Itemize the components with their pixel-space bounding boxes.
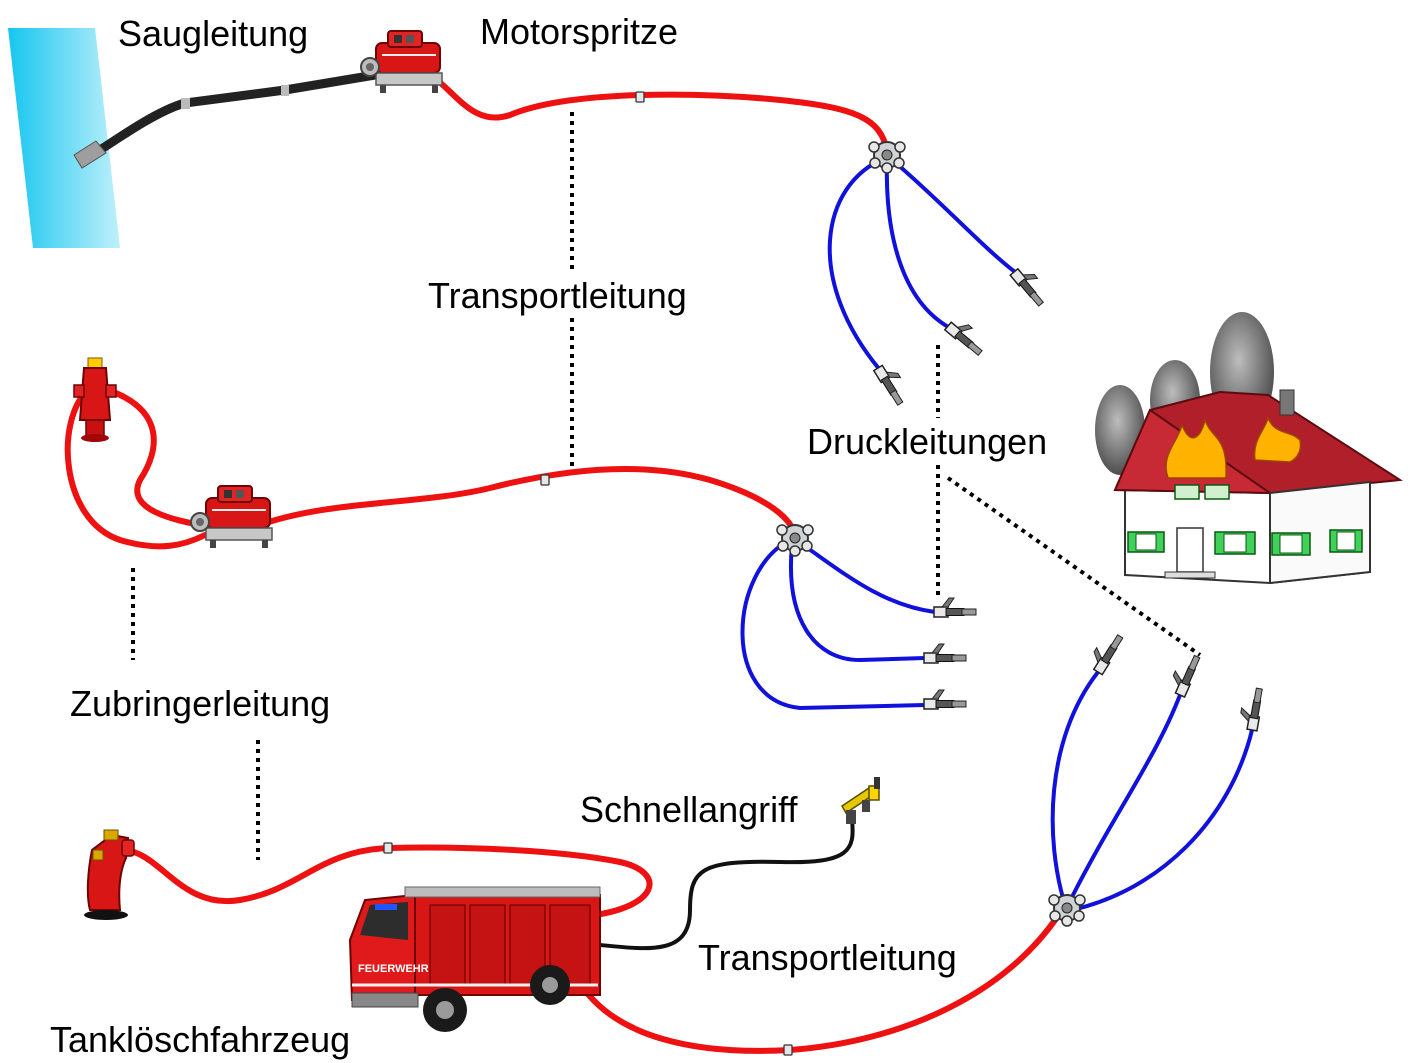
fire-pump-icon bbox=[360, 30, 443, 94]
distribution-hose bbox=[794, 538, 936, 614]
leader-line bbox=[946, 476, 1202, 657]
label-schnellangriff: Schnellangriff bbox=[580, 789, 798, 830]
distribution-hose bbox=[888, 156, 1017, 274]
nozzle-icon bbox=[933, 597, 977, 618]
label-zubringerleitung: Zubringerleitung bbox=[70, 683, 331, 724]
coupling bbox=[181, 98, 190, 109]
nozzle-icon bbox=[1166, 650, 1203, 698]
label-druckleitungen: Druckleitungen bbox=[807, 421, 1048, 462]
nozzle-icon bbox=[1237, 685, 1265, 732]
coupling bbox=[783, 1044, 793, 1056]
quick-attack-nozzle-icon bbox=[841, 777, 880, 824]
coupling bbox=[540, 474, 550, 486]
feed-hose bbox=[64, 387, 208, 550]
label-tankloeschfahrzeug: Tanklöschfahrzeug bbox=[50, 1019, 351, 1060]
distributor-icon bbox=[776, 524, 814, 557]
distributor-icon bbox=[1048, 894, 1086, 927]
distribution-hose bbox=[827, 156, 886, 372]
feed-hose bbox=[105, 387, 203, 528]
label-transportleitung-top: Transportleitung bbox=[428, 275, 687, 316]
water-source-icon bbox=[8, 28, 120, 248]
suction-hose bbox=[80, 70, 380, 165]
hydrant-icon bbox=[73, 357, 117, 442]
transport-hose-bottom bbox=[572, 902, 1068, 1054]
standpipe-icon bbox=[84, 829, 135, 920]
transport-hose-top bbox=[407, 62, 890, 153]
label-motorspritze: Motorspritze bbox=[480, 11, 679, 52]
coupling bbox=[281, 85, 289, 96]
quick-attack-hose bbox=[599, 819, 855, 951]
nozzle-icon bbox=[944, 314, 990, 358]
label-saugleitung: Saugleitung bbox=[118, 13, 309, 54]
label-transportleitung-bottom: Transportleitung bbox=[698, 937, 957, 978]
nozzle-icon bbox=[923, 689, 967, 710]
distribution-hose bbox=[1066, 694, 1182, 906]
suction-strainer-icon bbox=[73, 140, 107, 169]
nozzle-icon bbox=[1009, 262, 1053, 309]
nozzle-icon bbox=[923, 643, 967, 664]
burning-house-icon bbox=[1095, 312, 1403, 585]
nozzle-icon bbox=[1085, 628, 1126, 676]
distribution-hose bbox=[1071, 729, 1254, 912]
distribution-hose bbox=[884, 159, 951, 330]
truck-side-text: FEUERWEHR bbox=[358, 963, 429, 975]
distribution-hose bbox=[740, 538, 926, 711]
distributor-icon bbox=[868, 141, 906, 174]
transport-hose-middle bbox=[257, 465, 798, 538]
nozzle-icon bbox=[873, 359, 913, 408]
fire-truck-icon: FEUERWEHR bbox=[348, 886, 601, 1032]
coupling bbox=[635, 91, 645, 103]
distribution-hose bbox=[789, 544, 926, 663]
distribution-hose bbox=[1050, 670, 1100, 906]
coupling bbox=[383, 842, 393, 854]
